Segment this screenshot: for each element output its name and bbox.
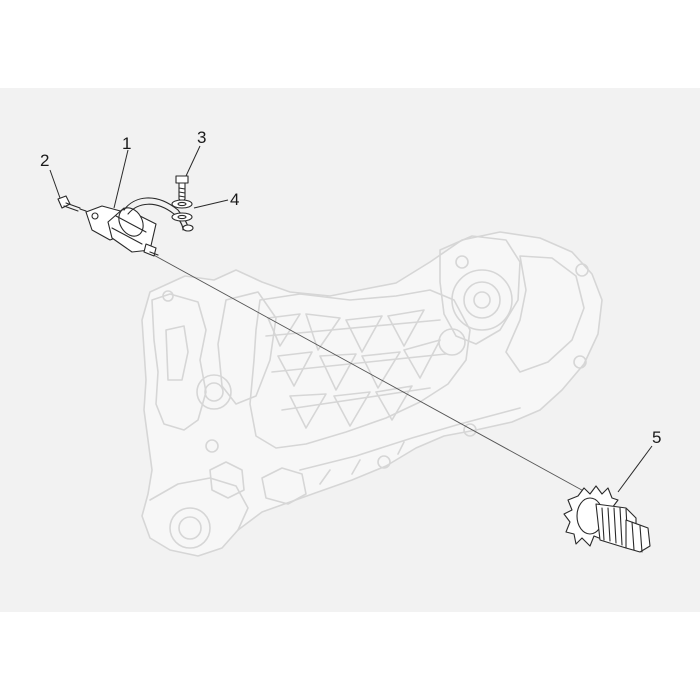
callout-1: 1 — [122, 134, 131, 153]
starter-gear-icon — [563, 485, 651, 553]
crankcase-ghost-icon — [141, 231, 603, 557]
starter-motor-icon — [85, 197, 194, 257]
callout-2: 2 — [40, 151, 49, 170]
callout-5: 5 — [652, 428, 661, 447]
screw-icon — [175, 175, 189, 203]
callout-4: 4 — [230, 190, 239, 209]
leader-line-1 — [113, 149, 129, 209]
washer-icon — [171, 199, 193, 222]
leader-line-5 — [617, 445, 653, 493]
leader-line-2 — [49, 169, 61, 199]
leader-line-3 — [185, 145, 201, 177]
bolt-icon — [57, 195, 87, 212]
callout-3: 3 — [197, 128, 206, 147]
leader-line-4 — [193, 199, 229, 209]
assembly-axis-line — [149, 252, 601, 501]
